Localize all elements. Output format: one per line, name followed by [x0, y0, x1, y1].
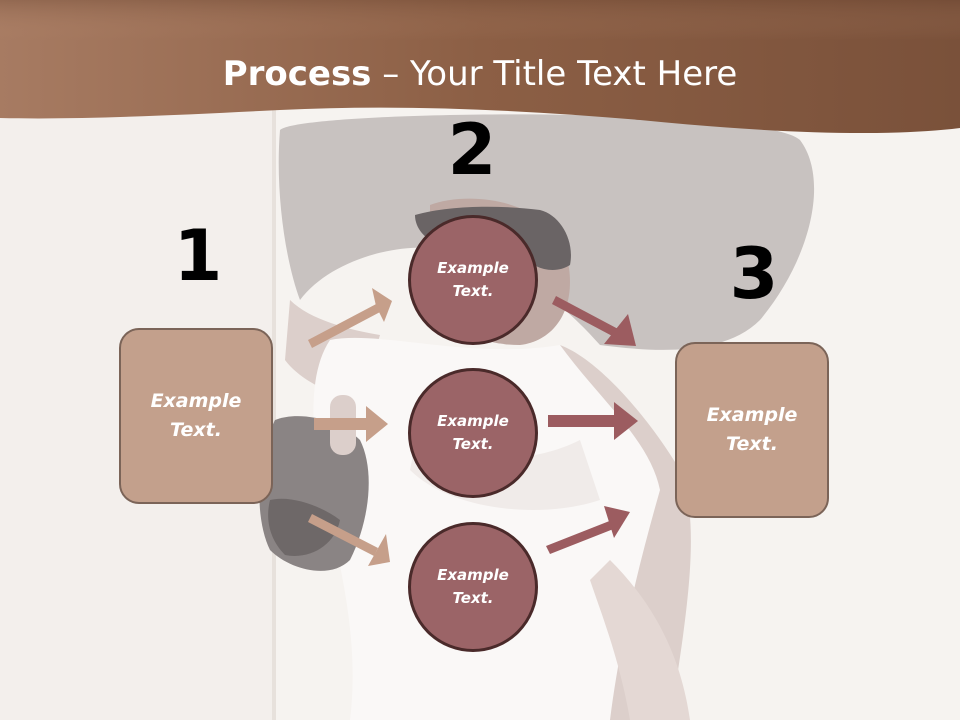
arrow-bottom-to-right [546, 506, 630, 554]
arrow-left-to-middle [314, 406, 388, 442]
right-box-text: Example Text. [706, 404, 798, 455]
circle-top: Example Text. [408, 215, 538, 345]
arrow-left-to-bottom [308, 514, 390, 566]
slide-title: Process – Your Title Text Here [0, 52, 960, 96]
right-box: Example Text. [675, 342, 829, 518]
left-box: Example Text. [119, 328, 273, 504]
title-rest: – Your Title Text Here [371, 54, 738, 94]
circle-middle: Example Text. [408, 368, 538, 498]
arrow-middle-to-right [548, 402, 638, 440]
left-box-text: Example Text. [150, 390, 242, 441]
arrow-top-to-right [552, 296, 636, 346]
step-number-2: 2 [447, 109, 497, 191]
arrow-left-to-top [308, 288, 392, 348]
circle-middle-text: Example Text. [437, 412, 509, 453]
title-bold: Process [222, 54, 372, 94]
circle-bottom-text: Example Text. [437, 566, 509, 607]
circle-bottom: Example Text. [408, 522, 538, 652]
step-number-3: 3 [729, 233, 779, 315]
circle-top-text: Example Text. [437, 259, 509, 300]
step-number-1: 1 [173, 215, 223, 297]
